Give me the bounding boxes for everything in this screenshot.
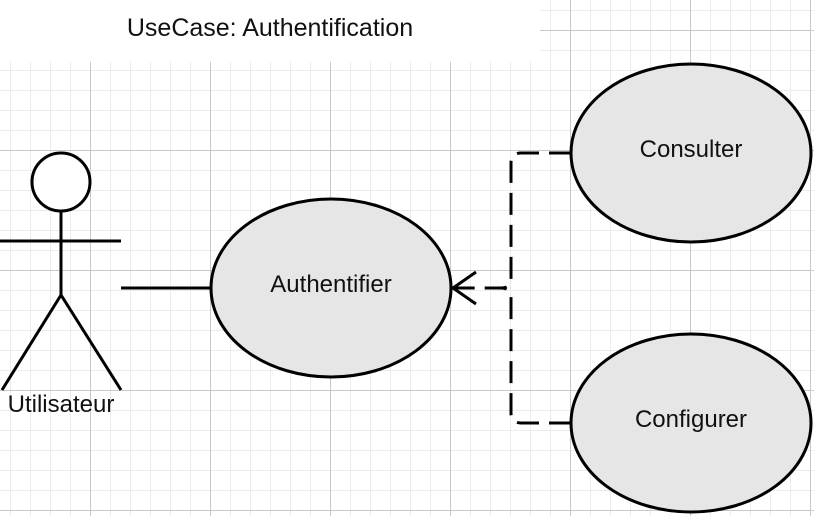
use-case-authentifier-label: Authentifier (270, 271, 391, 298)
use-case-configurer-ellipse (569, 332, 813, 514)
actor-right-leg (59, 294, 123, 391)
diagram-title: UseCase: Authentification (126, 14, 414, 42)
actor-head (30, 151, 92, 213)
use-case-consulter-label: Consulter (640, 136, 743, 163)
use-case-consulter[interactable]: Consulter (569, 62, 813, 244)
actor-left-leg (0, 294, 63, 391)
actor-label: Utilisateur (8, 391, 115, 418)
dependency-line-consulter (453, 151, 571, 290)
dependency-line-configurer (500, 286, 571, 425)
use-case-configurer[interactable]: Configurer (569, 332, 813, 514)
diagram-title-box: UseCase: Authentification (0, 0, 540, 62)
use-case-consulter-ellipse (569, 62, 813, 244)
dependency-arrowhead (450, 270, 477, 306)
use-case-authentifier[interactable]: Authentifier (209, 197, 453, 379)
use-case-authentifier-ellipse (209, 197, 453, 379)
use-case-configurer-label: Configurer (635, 406, 747, 433)
actor-utilisateur[interactable]: Utilisateur (0, 151, 123, 418)
